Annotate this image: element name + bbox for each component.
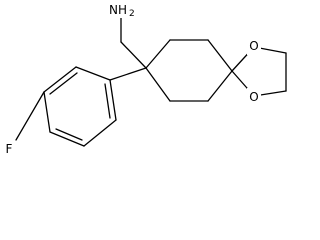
bond-aryl-2 xyxy=(43,66,77,93)
amine-label: NH 2 xyxy=(107,2,137,19)
oxygen-bottom-atom: O xyxy=(247,88,261,106)
bond-ring-3 xyxy=(207,39,233,72)
bond-aryl-3 xyxy=(43,91,51,133)
bond-ring-4 xyxy=(207,70,233,102)
double-bond-aryl-a xyxy=(49,72,78,95)
bond-aryl-5 xyxy=(83,119,117,147)
nitrogen-label: NH xyxy=(109,3,127,17)
oxygen-bottom-label: O xyxy=(249,90,258,104)
fluorophenyl-ring xyxy=(15,66,147,147)
chemical-structure-diagram: NH 2 F O O xyxy=(2,2,287,157)
oxygen-top-label: O xyxy=(249,39,258,53)
bond-c-f xyxy=(15,91,45,141)
double-bond-aryl-b xyxy=(55,128,83,141)
bond-c-aryl xyxy=(109,67,147,81)
bond-aryl-1 xyxy=(75,66,111,81)
bond-ring-1 xyxy=(145,39,171,69)
aminomethyl-group xyxy=(120,17,147,69)
cyclohexane-ring xyxy=(145,39,233,102)
bond-ring-6 xyxy=(145,67,171,102)
fluorine-atom: F xyxy=(2,141,16,157)
bond-aryl-4 xyxy=(49,131,85,147)
oxygen-top-atom: O xyxy=(247,37,261,55)
bond-c-ch2 xyxy=(120,41,147,69)
bond-aryl-6 xyxy=(109,79,117,121)
double-bond-aryl-c xyxy=(104,83,111,119)
fluorine-label: F xyxy=(6,142,13,156)
amine-hydrogen-count: 2 xyxy=(129,9,135,19)
